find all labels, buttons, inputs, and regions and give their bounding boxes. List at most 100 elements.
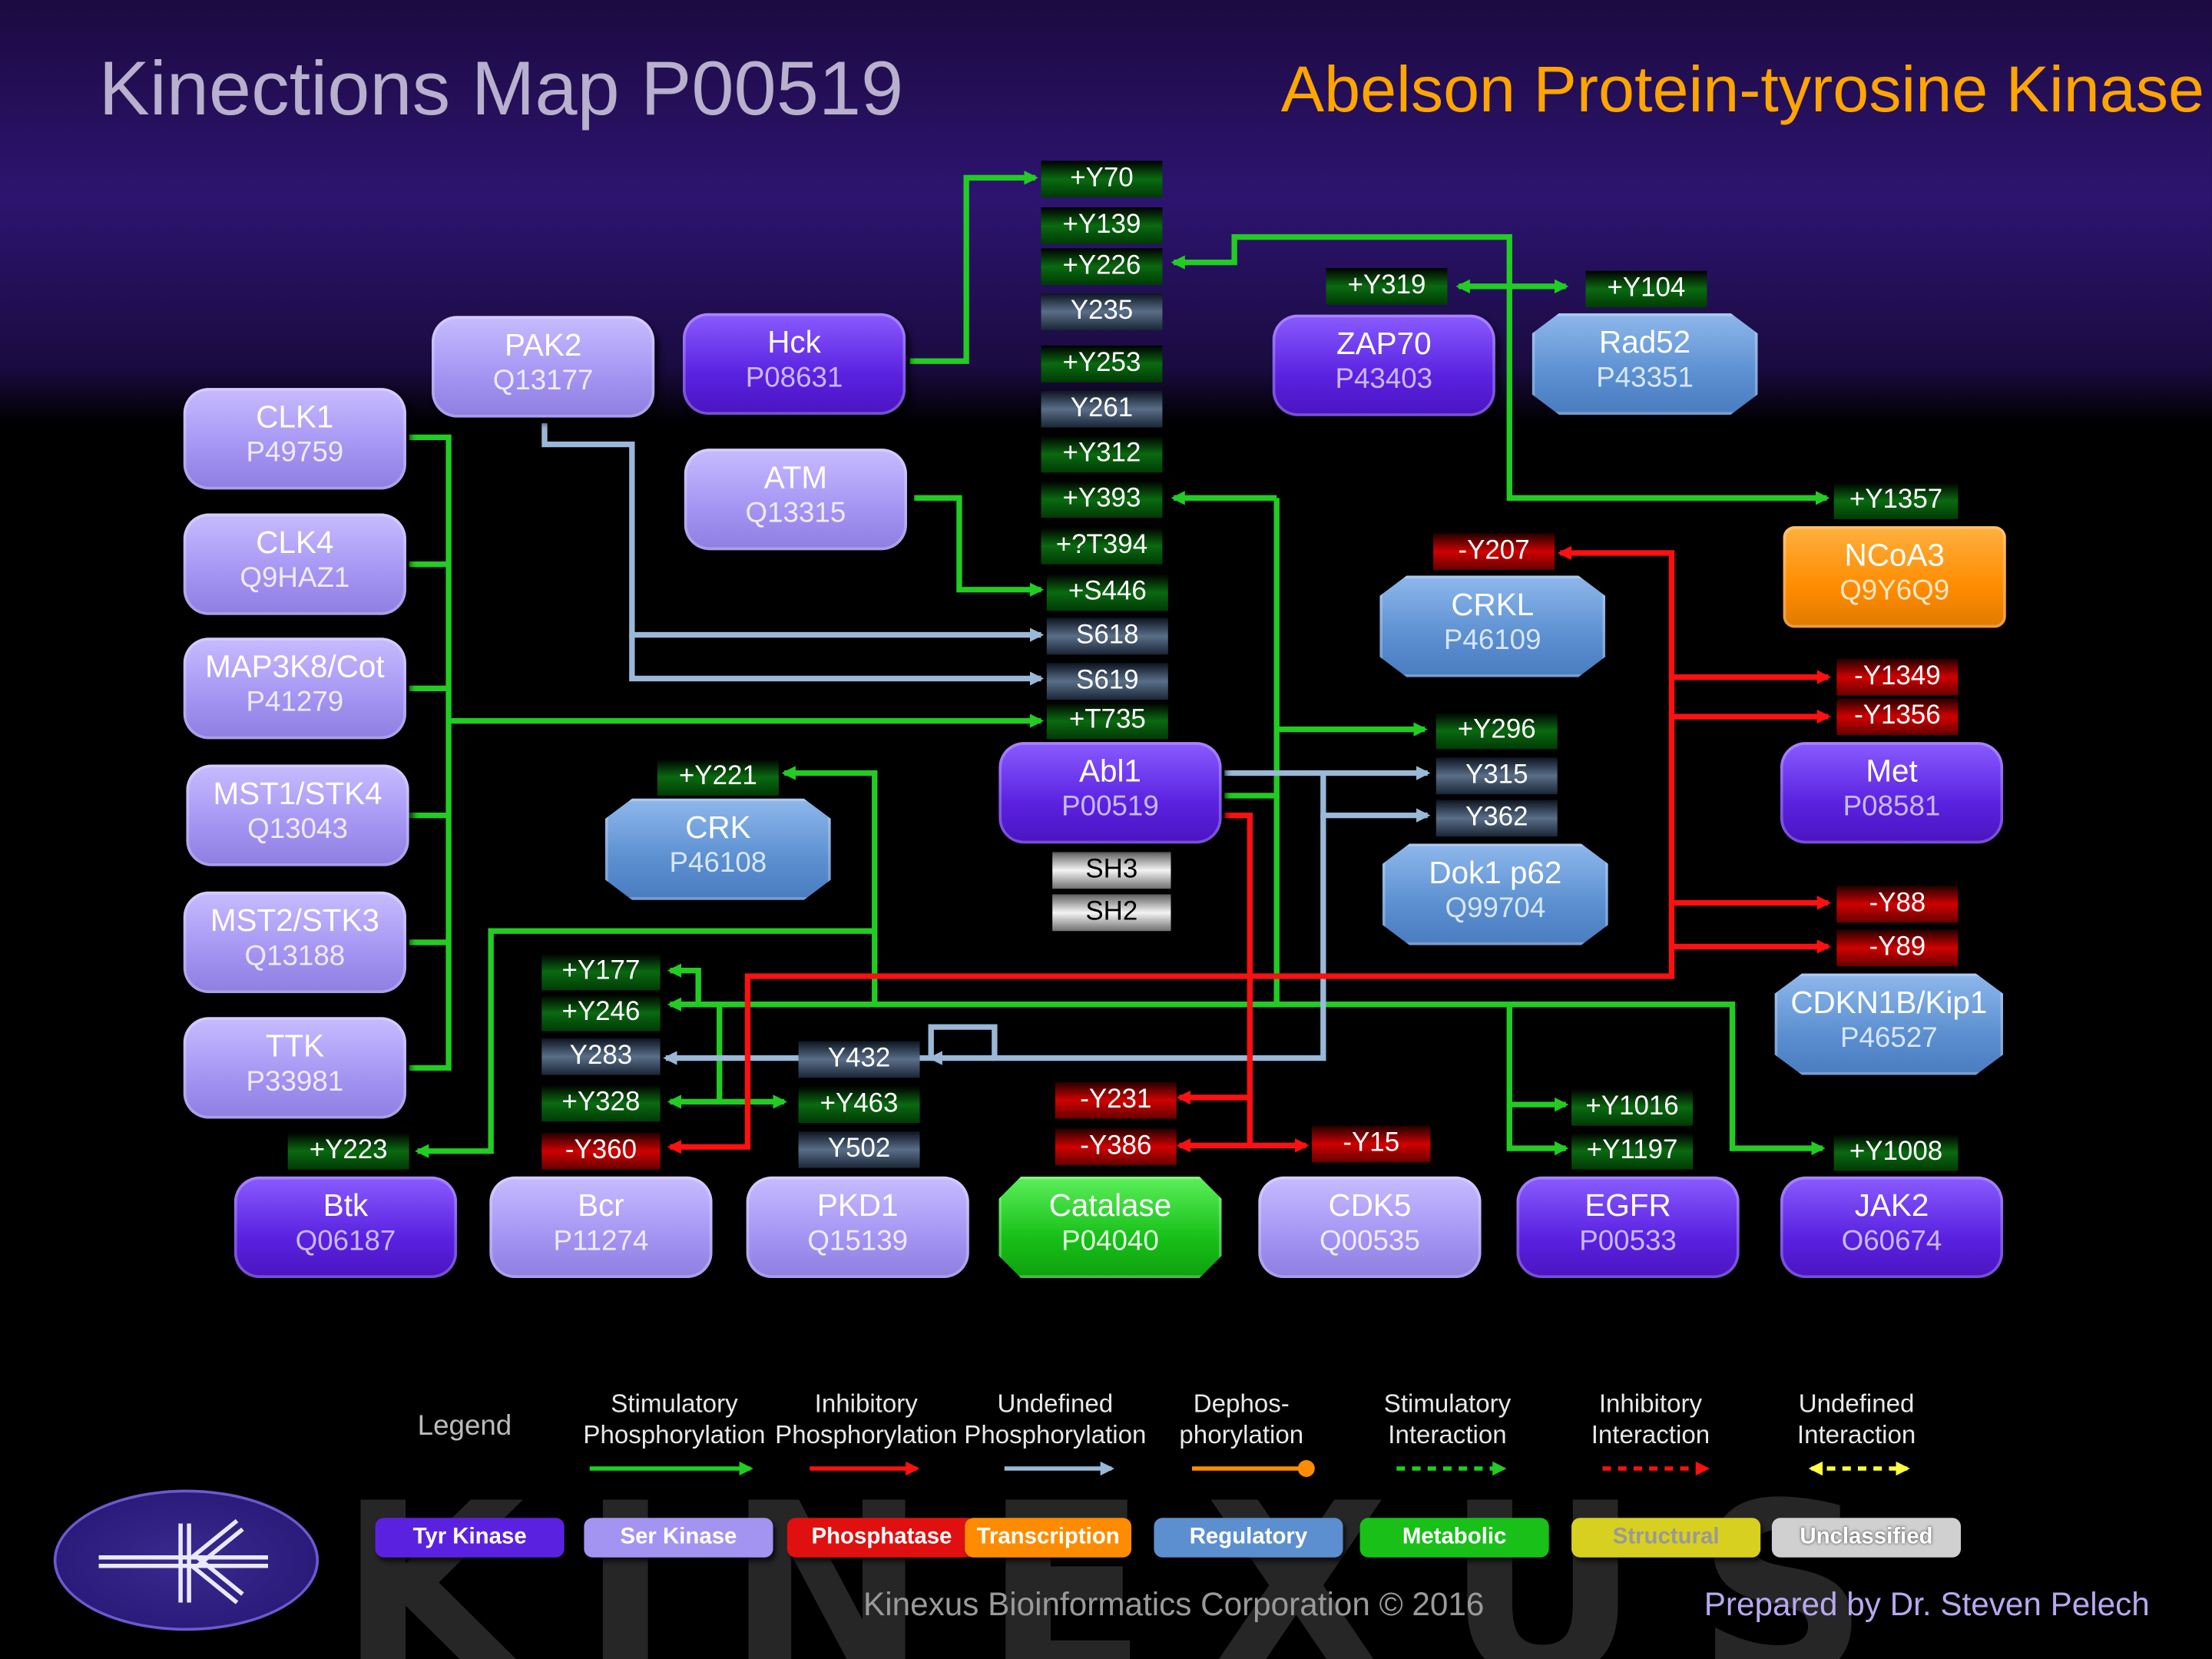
site-badge[interactable]: +Y221 <box>657 759 779 796</box>
legend-chip-phosphatase: Phosphatase <box>786 1518 976 1558</box>
site-badge[interactable]: +Y1016 <box>1571 1088 1694 1126</box>
node-name: CRK <box>685 810 751 846</box>
node-name: ZAP70 <box>1336 326 1432 362</box>
site-badge[interactable]: +Y177 <box>541 953 661 991</box>
node-name: CDK5 <box>1328 1187 1412 1224</box>
site-badge[interactable]: -Y1356 <box>1836 698 1959 735</box>
site-badge[interactable]: -Y207 <box>1433 533 1555 571</box>
site-badge[interactable]: Y283 <box>541 1038 661 1075</box>
site-badge[interactable]: S619 <box>1046 663 1168 700</box>
site-badge[interactable]: +Y1197 <box>1571 1132 1694 1170</box>
legend-title: Legend <box>417 1410 512 1442</box>
node-accession: P08581 <box>1843 791 1941 823</box>
node-name: CLK4 <box>256 525 334 561</box>
node-name: Rad52 <box>1599 324 1691 360</box>
site-badge[interactable]: +Y319 <box>1326 267 1448 305</box>
site-badge[interactable]: +Y1008 <box>1833 1134 1959 1171</box>
node-name: JAK2 <box>1854 1187 1929 1224</box>
site-badge[interactable]: +Y296 <box>1435 712 1558 750</box>
site-badge[interactable]: -Y1349 <box>1836 658 1959 696</box>
site-badge[interactable]: -Y89 <box>1836 929 1959 967</box>
node-accession: Q15139 <box>807 1226 909 1257</box>
footer-copyright: Kinexus Bioinformatics Corporation © 201… <box>863 1585 1485 1623</box>
node-name: MST2/STK3 <box>210 902 379 939</box>
sh3-domain: SH3 <box>1052 852 1171 889</box>
site-badge[interactable]: +Y226 <box>1041 248 1163 286</box>
site-badge[interactable]: S618 <box>1046 618 1168 655</box>
site-badge[interactable]: +S446 <box>1046 574 1168 611</box>
node-name: MAP3K8/Cot <box>205 648 385 684</box>
site-badge[interactable]: +Y328 <box>541 1084 661 1122</box>
node-name: TTK <box>265 1028 325 1064</box>
node-name: Dok1 p62 <box>1429 855 1562 890</box>
site-badge[interactable]: +Y246 <box>541 994 661 1031</box>
legend-chip-ser-kinase: Ser Kinase <box>584 1518 773 1558</box>
site-badge[interactable]: +?T394 <box>1041 527 1163 565</box>
site-badge[interactable]: +Y312 <box>1041 435 1163 473</box>
kinexus-logo <box>53 1489 320 1631</box>
legend-chip-unclassified: Unclassified <box>1771 1518 1962 1558</box>
site-badge[interactable]: +Y1357 <box>1833 482 1959 519</box>
site-badge[interactable]: +Y253 <box>1041 345 1163 382</box>
node-name: PKD1 <box>816 1187 899 1224</box>
site-badge[interactable]: +Y463 <box>798 1086 920 1124</box>
site-badge[interactable]: -Y231 <box>1055 1081 1177 1119</box>
site-badge[interactable]: -Y88 <box>1836 886 1959 923</box>
node-name: Hck <box>767 324 821 360</box>
site-badge[interactable]: Y261 <box>1041 390 1163 428</box>
site-badge[interactable]: +Y70 <box>1041 161 1163 198</box>
node-accession: P08631 <box>745 363 843 394</box>
footer-author: Prepared by Dr. Steven Pelech <box>1704 1585 2150 1623</box>
node-accession: P49759 <box>246 437 344 469</box>
site-badge[interactable]: -Y15 <box>1312 1125 1431 1163</box>
node-accession: Q9HAZ1 <box>240 562 350 594</box>
legend-label: Stimulatory Phosphorylation <box>583 1389 766 1449</box>
node-accession: Q9Y6Q9 <box>1839 575 1950 607</box>
site-badge[interactable]: +Y139 <box>1041 207 1163 244</box>
site-badge[interactable]: +Y223 <box>287 1132 409 1170</box>
node-name: Catalase <box>1048 1187 1172 1224</box>
site-badge[interactable]: Y502 <box>798 1131 920 1168</box>
node-accession: Q13043 <box>247 813 348 846</box>
site-badge[interactable]: Y432 <box>798 1041 920 1078</box>
page-title: Kinections Map P00519 <box>98 46 904 131</box>
node-accession: Q06187 <box>295 1226 396 1257</box>
site-badge[interactable]: -Y386 <box>1055 1128 1177 1166</box>
site-badge[interactable]: +Y104 <box>1585 270 1707 308</box>
node-accession: O60674 <box>1841 1226 1942 1257</box>
node-accession: Q00535 <box>1320 1226 1420 1257</box>
site-badge[interactable]: +T735 <box>1046 702 1168 740</box>
site-badge[interactable]: Y315 <box>1435 757 1558 795</box>
legend-chip-structural: Structural <box>1571 1518 1761 1558</box>
site-badge[interactable]: -Y360 <box>541 1132 661 1170</box>
site-badge[interactable]: +Y393 <box>1041 481 1163 518</box>
site-badge[interactable]: Y235 <box>1041 293 1163 330</box>
legend-label: Undefined Phosphorylation <box>964 1389 1147 1449</box>
site-badge[interactable]: Y362 <box>1435 800 1558 837</box>
